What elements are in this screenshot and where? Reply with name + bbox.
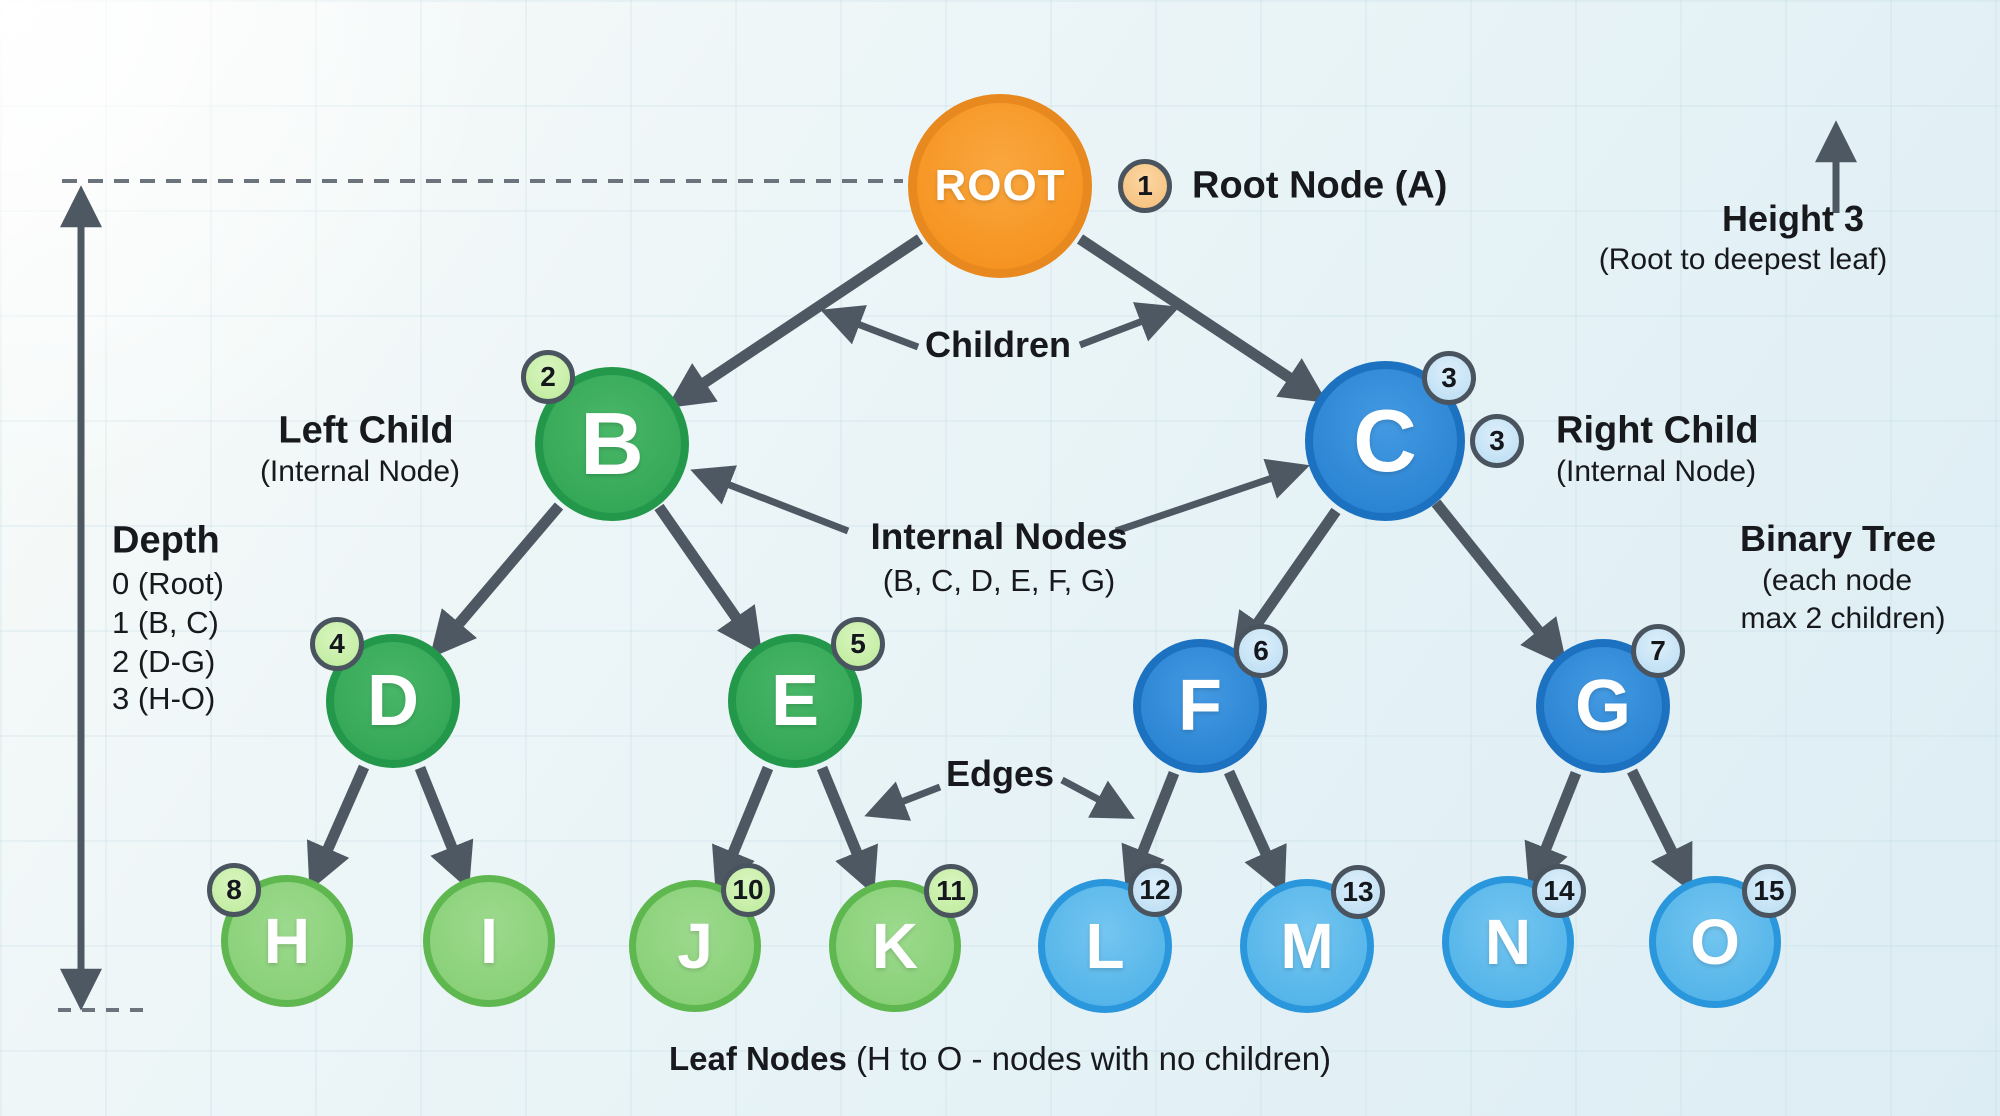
leaf-nodes-caption: Leaf Nodes (H to O - nodes with no child… [669, 1040, 1331, 1078]
children-arrow-right-icon [1078, 302, 1180, 349]
badge-13: 13 [1331, 865, 1385, 919]
badge-6: 6 [1234, 624, 1288, 678]
badge-8-value: 8 [226, 874, 242, 905]
left-child-subtitle: (Internal Node) [259, 455, 461, 488]
edge-d-h [306, 764, 370, 891]
badge-2-value: 2 [540, 361, 556, 392]
node-root-label: ROOT [934, 161, 1066, 210]
node-i: I [423, 875, 555, 1007]
leaf-nodes-caption-rest: (H to O - nodes with no children) [846, 1040, 1332, 1077]
edge-g-n [1524, 770, 1582, 892]
badge-14-value: 14 [1543, 875, 1575, 906]
binary-tree-subtitle-2: max 2 children) [1740, 602, 1946, 635]
edge-root-c [1076, 234, 1328, 403]
edge-g-o [1627, 768, 1693, 893]
right-child-title: Right Child [1556, 409, 1759, 452]
edge-root-b [666, 234, 924, 408]
right-child-subtitle: (Internal Node) [1556, 455, 1757, 488]
badge-1-value: 1 [1137, 170, 1153, 201]
badge-3-legend: 3 [1470, 414, 1524, 468]
internal-nodes-arrow-left-icon [690, 465, 850, 535]
node-m-label: M [1280, 910, 1334, 982]
binary-tree-subtitle-1: (each node [1761, 564, 1913, 597]
node-l-label: L [1085, 910, 1125, 982]
node-o-label: O [1690, 906, 1740, 978]
node-n-label: N [1484, 906, 1532, 978]
edge-f-m [1223, 769, 1287, 895]
internal-nodes-arrow-right-icon [1114, 458, 1310, 535]
node-m: M [1240, 879, 1374, 1013]
badge-4-value: 4 [329, 628, 345, 659]
node-h-label: H [263, 905, 311, 977]
badge-11-value: 11 [936, 875, 966, 906]
node-j: J [629, 880, 761, 1012]
depth-item-3: 3 (H-O) [112, 681, 216, 716]
badge-5: 5 [831, 617, 885, 671]
node-d-label: D [367, 661, 419, 741]
node-root-a: ROOT [908, 94, 1092, 278]
badge-13-value: 13 [1342, 876, 1374, 907]
edge-d-i [414, 765, 474, 891]
badge-1: 1 [1118, 159, 1172, 213]
badge-4: 4 [310, 617, 364, 671]
badge-12: 12 [1128, 863, 1182, 917]
children-label: Children [924, 324, 1072, 365]
node-i-label: I [480, 905, 498, 977]
height-title: Height 3 [1721, 198, 1865, 239]
node-b-label: B [580, 394, 644, 493]
edge-b-d [429, 502, 564, 659]
edges-arrow-right-icon [1060, 776, 1135, 819]
depth-title: Depth [112, 519, 220, 562]
badge-15-value: 15 [1753, 875, 1785, 906]
badge-15: 15 [1742, 864, 1796, 918]
node-e-label: E [770, 661, 820, 741]
node-c-label: C [1353, 391, 1417, 490]
badge-10: 10 [721, 863, 775, 917]
badge-3: 3 [1422, 351, 1476, 405]
edges-arrow-left-icon [864, 781, 942, 821]
node-k-label: K [871, 910, 919, 982]
leaf-nodes-caption-bold: Leaf Nodes [668, 1040, 847, 1077]
node-j-label: J [677, 910, 713, 982]
root-node-note: Root Node (A) [1192, 164, 1448, 207]
badge-6-value: 6 [1253, 635, 1269, 666]
children-arrow-left-icon [820, 305, 920, 351]
edges-label: Edges [945, 753, 1055, 794]
badge-7: 7 [1631, 624, 1685, 678]
edge-c-g [1431, 499, 1568, 667]
height-subtitle: (Root to deepest leaf) [1598, 243, 1888, 276]
badge-5-value: 5 [850, 628, 866, 659]
binary-tree-title: Binary Tree [1739, 518, 1937, 559]
badge-7-value: 7 [1650, 635, 1666, 666]
node-g: G [1536, 639, 1670, 773]
internal-nodes-title: Internal Nodes [870, 516, 1128, 557]
node-f-label: F [1178, 666, 1222, 746]
internal-nodes-subtitle: (B, C, D, E, F, G) [882, 563, 1116, 598]
depth-item-1: 1 (B, C) [112, 605, 219, 640]
badge-12-value: 12 [1139, 874, 1171, 905]
badge-11: 11 [924, 864, 978, 918]
depth-item-2: 2 (D-G) [112, 644, 216, 679]
node-g-label: G [1574, 666, 1631, 746]
depth-item-0: 0 (Root) [112, 566, 224, 601]
node-n: N [1442, 876, 1574, 1008]
edge-e-k [816, 765, 878, 895]
badge-10-value: 10 [732, 874, 764, 905]
badge-2: 2 [521, 350, 575, 404]
badge-3-value: 3 [1441, 362, 1457, 393]
badge-14: 14 [1532, 864, 1586, 918]
badge-8: 8 [207, 863, 261, 917]
left-child-title: Left Child [278, 409, 454, 452]
node-o: O [1649, 876, 1781, 1008]
edge-b-e [654, 503, 763, 656]
badge-3-legend-value: 3 [1489, 425, 1505, 456]
